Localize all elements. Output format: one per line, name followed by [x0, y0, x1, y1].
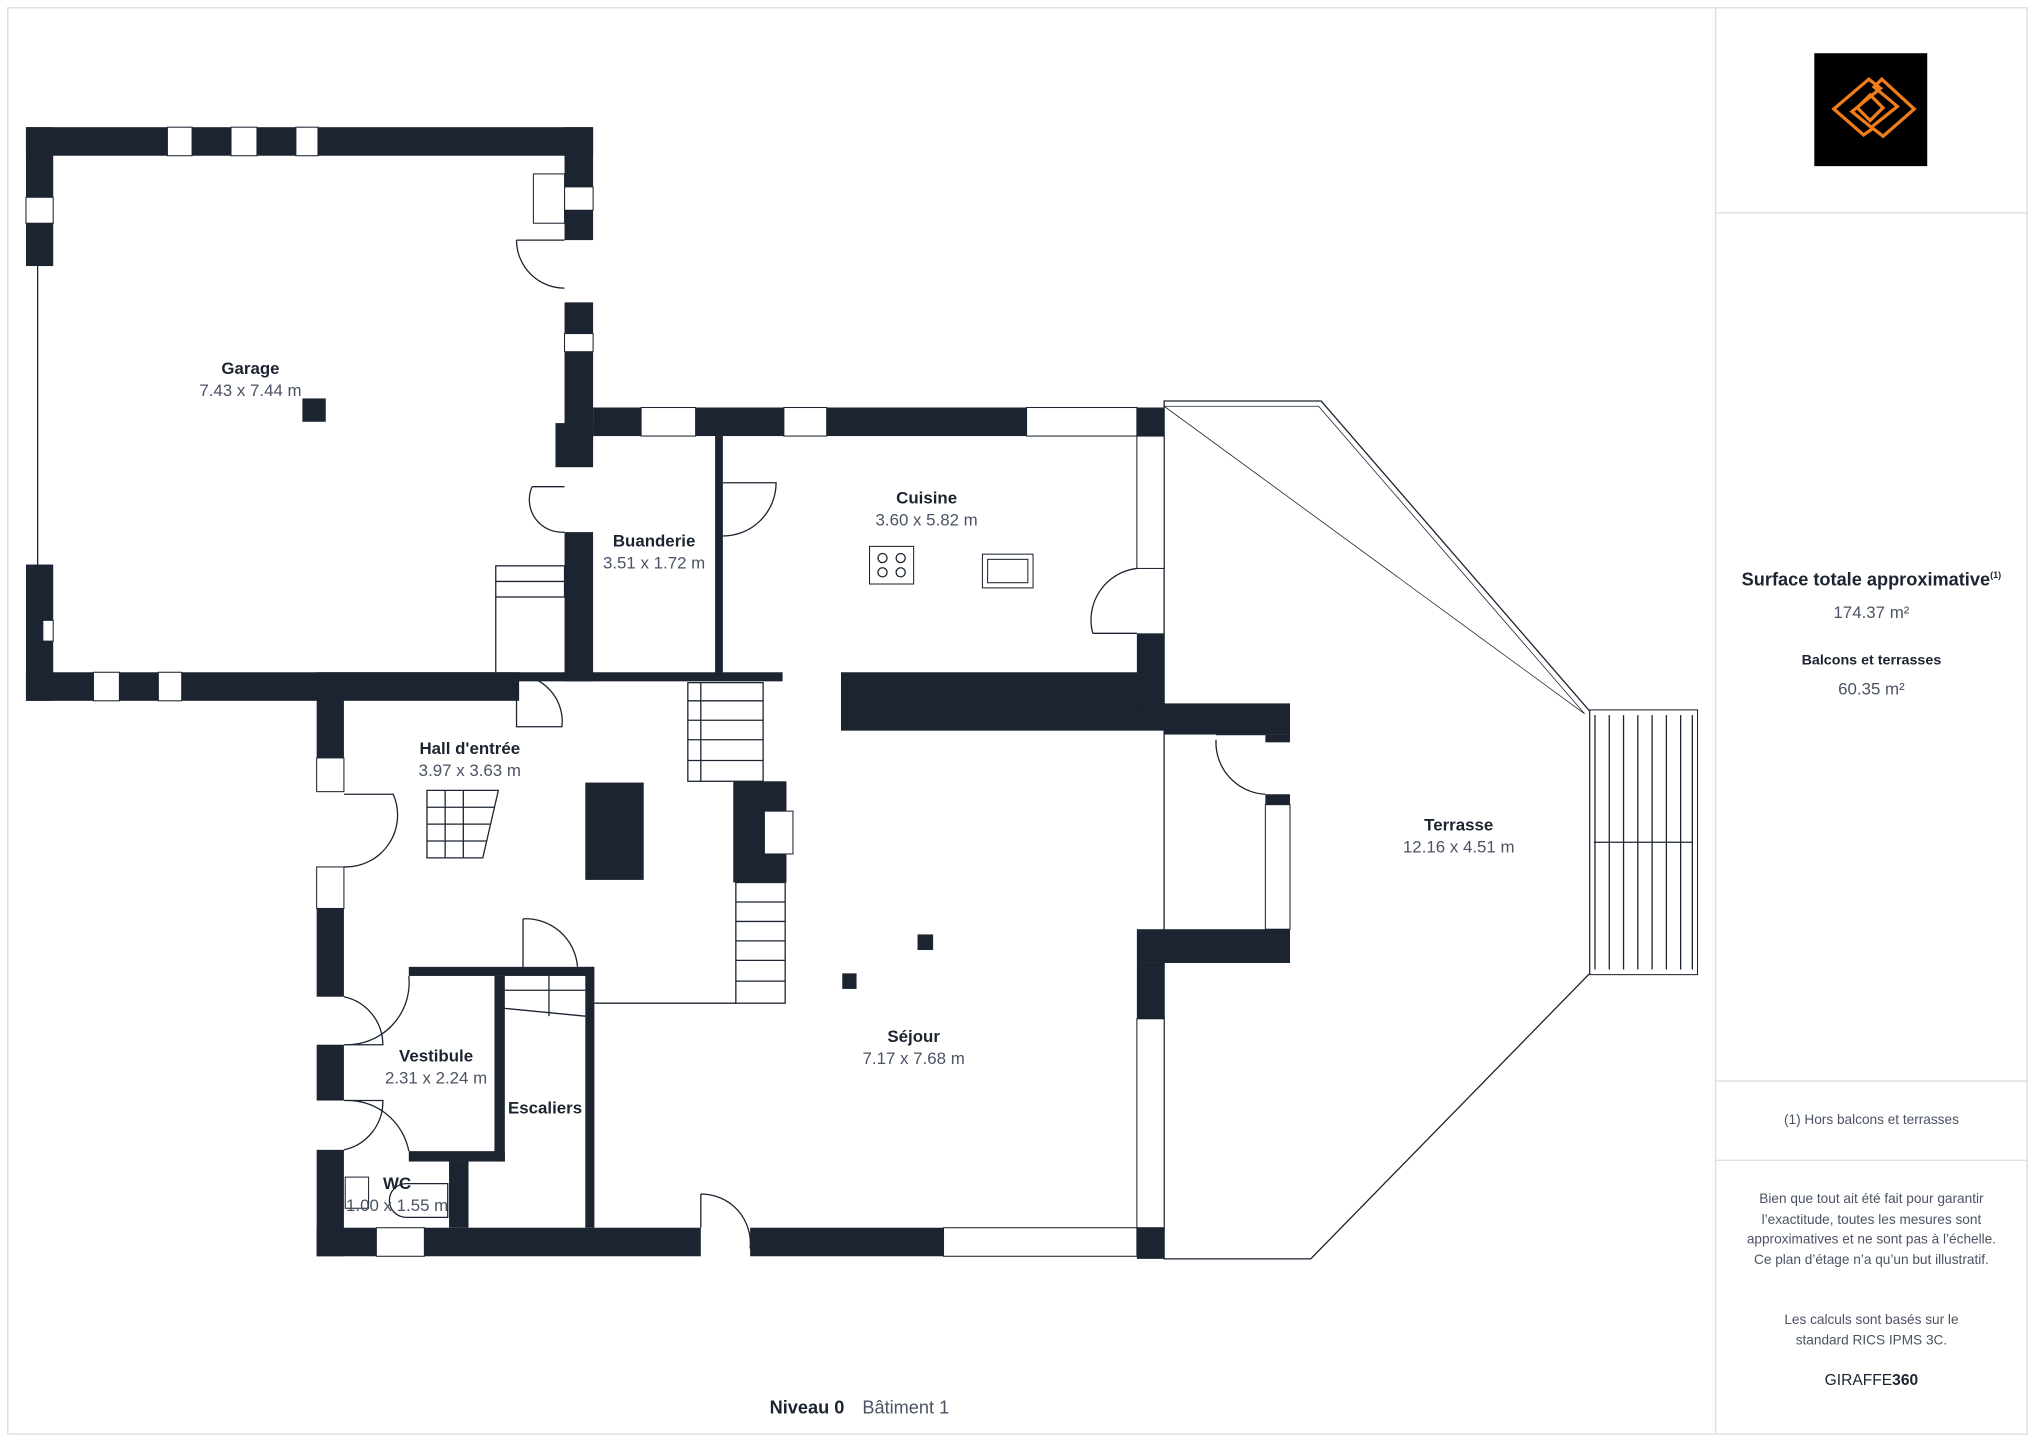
room-name: Garage [221, 358, 280, 378]
standard-note: Les calculs sont basés sur le standard R… [1784, 1312, 1959, 1348]
room-name: Buanderie [612, 530, 696, 551]
room-dimensions: 3.51 x 1.72 m [602, 552, 706, 573]
room-wc: WC 1.00 x 1.55 m [346, 1173, 448, 1215]
total-area-text: Surface totale approximative [1741, 568, 1991, 590]
garage-sink-icon [532, 173, 566, 224]
room-buanderie: Buanderie 3.51 x 1.72 m [603, 531, 705, 573]
windows [25, 126, 1291, 1257]
terrace-stairs [1589, 709, 1699, 976]
room-name: Terrasse [1424, 815, 1494, 835]
total-area-label: Surface totale approximative(1) [1717, 568, 2026, 589]
disclaimer: Bien que tout ait été fait pour garantir… [1746, 1191, 1997, 1268]
room-name: Vestibule [399, 1046, 474, 1066]
room-dimensions: 3.97 x 3.63 m [418, 760, 521, 780]
room-name: Séjour [887, 1026, 940, 1047]
brand-name: GIRAFFE360 [1717, 1370, 2026, 1388]
company-logo [1814, 53, 1928, 167]
room-escaliers: Escaliers [508, 1098, 582, 1117]
room-name: Escaliers [508, 1097, 583, 1118]
total-area-value: 174.37 m² [1833, 602, 1910, 622]
room-dimensions: 12.16 x 4.51 m [1402, 837, 1515, 857]
room-vestibule: Vestibule 2.31 x 2.24 m [385, 1046, 487, 1088]
room-dimensions: 7.17 x 7.68 m [862, 1048, 965, 1069]
terrace-outline [1163, 400, 1591, 1260]
footnote: (1) Hors balcons et terrasses [1783, 1112, 1959, 1128]
hall-column [585, 782, 644, 880]
garage-pillar [302, 398, 326, 422]
brand-name-b: 360 [1892, 1370, 1919, 1389]
balcony-value: 60.35 m² [1838, 678, 1905, 699]
brand-name-a: GIRAFFE [1824, 1370, 1893, 1389]
sejour-pillar [917, 934, 934, 950]
sejour-pillar [842, 973, 857, 989]
plan-footer: Niveau 0 Bâtiment 1 [770, 1396, 950, 1417]
room-dimensions: 7.43 x 7.44 m [199, 380, 302, 400]
room-cuisine: Cuisine 3.60 x 5.82 m [876, 488, 978, 530]
cooktop-icon [869, 545, 915, 585]
room-name: WC [383, 1173, 412, 1193]
room-name: Cuisine [896, 487, 958, 508]
room-name: Hall d'entrée [419, 738, 521, 758]
room-dimensions: 2.31 x 2.24 m [384, 1068, 488, 1088]
room-terrasse: Terrasse 12.16 x 4.51 m [1403, 815, 1515, 857]
room-dimensions: 3.60 x 5.82 m [875, 510, 978, 530]
fireplace-icon [763, 810, 794, 855]
toilet-icon [388, 1182, 449, 1218]
doors [343, 239, 1266, 1249]
balcony-label: Balcons et terrasses [1801, 652, 1942, 669]
room-garage: Garage 7.43 x 7.44 m [199, 358, 301, 400]
wc-basin-icon [344, 1176, 370, 1209]
building-label: Bâtiment 1 [862, 1396, 950, 1418]
level-label: Niveau 0 [769, 1396, 845, 1418]
fixtures [302, 173, 1034, 1218]
room-hall: Hall d'entrée 3.97 x 3.63 m [419, 738, 521, 780]
footnote-marker: (1) [1990, 571, 2002, 581]
walls [25, 127, 1291, 1259]
room-dimensions: 1.00 x 1.55 m [346, 1195, 449, 1215]
room-sejour: Séjour 7.17 x 7.68 m [863, 1027, 965, 1069]
sheet-border [7, 7, 2028, 1435]
interior-stairs [426, 565, 786, 1017]
